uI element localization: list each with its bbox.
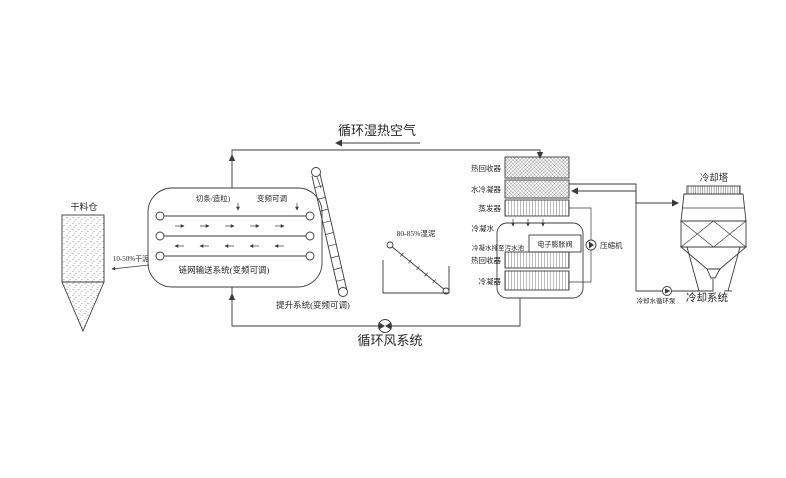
compressor-label: 压缩机 [600, 240, 623, 250]
top-loop-label: 循环湿热空气 [338, 123, 416, 138]
cooling-supply-pipe [569, 183, 680, 207]
bottom-loop-label: 循环风系统 [357, 333, 422, 348]
silo-note: 10-50%干泥 [113, 255, 149, 263]
compressor-flow-icon [589, 241, 594, 249]
elevator-rungs [314, 185, 345, 282]
tower-fan-grille [686, 185, 741, 195]
feeder-pulley [386, 241, 394, 249]
heat-pump-unit: 热回收器 水冷凝器 蒸发器 冷凝水 冷凝水排至污水池 电子膨胀阀 热回收器 冷凝… [471, 156, 623, 299]
belt-3 [155, 251, 315, 261]
cooling-circuit: 冷却水循环泵 冷却系统 [569, 183, 728, 305]
condensate-drain-label: 冷凝水排至污水池 [472, 243, 525, 252]
silo-title: 干料仓 [70, 201, 97, 212]
tower-legs [686, 246, 741, 292]
tower-lattice-bracing [680, 220, 747, 248]
up-arrow-icon [228, 154, 236, 161]
heat-recovery-bottom-label: 热回收器 [471, 255, 501, 265]
condensate-label: 冷凝水 [472, 223, 495, 233]
cooling-tower: 冷却塔 [679, 172, 748, 292]
feeder-bin [382, 260, 450, 294]
pump-label: 冷却水循环泵 [637, 296, 677, 305]
elevator-chute [316, 176, 322, 189]
tower-basin-funnel [679, 246, 748, 270]
evaporator-label: 蒸发器 [479, 203, 502, 213]
silo-body [61, 214, 105, 283]
dryer-cut-label: 切条/造粒) [196, 193, 231, 203]
bottom-air-loop: 循环风系统 [228, 287, 521, 348]
heat-recovery-top-label: 热回收器 [471, 163, 501, 173]
tower-outlet-spout [706, 268, 721, 279]
evaporator-coil [504, 199, 570, 217]
water-condenser-coil [504, 179, 570, 199]
belt-1 [155, 211, 315, 221]
compressor-suction-line [569, 207, 592, 240]
cooling-tower-label: 冷却塔 [700, 172, 729, 184]
pump-flow-icon [665, 288, 671, 294]
expansion-valve-label: 电子膨胀阀 [538, 240, 573, 249]
water-condenser-label: 水冷凝器 [471, 184, 501, 194]
fan-blade-icon [385, 322, 392, 330]
belt-2 [155, 231, 315, 241]
refrigeration-enclosure [496, 222, 584, 299]
dryer-conveyor: 切条/造粒) 变频可调 链网输送系统 [147, 187, 323, 288]
wet-note: 80-85%湿泥 [397, 229, 436, 238]
lift-name: 提升系统(变频可调) [276, 300, 350, 310]
up-arrow-icon [228, 293, 236, 300]
fan-blade-icon [378, 322, 385, 330]
down-arrow-icon [536, 152, 544, 159]
wet-mud-feeder: 80-85%湿泥 [382, 229, 450, 295]
dryer-vfd-label: 变频可调 [257, 193, 287, 203]
dryer-housing [147, 187, 323, 288]
dry-silo: 干料仓 10-50%干泥 [61, 201, 150, 333]
heat-recovery-top-coil [504, 156, 570, 179]
elevator-boot-pulley [338, 287, 348, 297]
compressor-discharge-line [569, 250, 592, 283]
heat-recovery-bottom-coil [504, 251, 570, 269]
lift-system: 提升系统(变频可调) [276, 167, 350, 310]
condenser-coil [504, 270, 570, 291]
condensate-arrows [511, 219, 545, 227]
feeder-cleats [399, 252, 437, 284]
dryer-name: 链网输送系统(变频可调) [179, 265, 270, 275]
airflow-arrows [174, 224, 285, 248]
tower-lattice-frame [680, 220, 747, 248]
return-air-duct [231, 287, 521, 327]
cooling-return-pipe [570, 187, 714, 292]
top-air-loop: 循环湿热空气 [228, 123, 544, 188]
silo-funnel [61, 281, 105, 333]
cooling-system-label: 冷却系统 [686, 291, 728, 304]
condenser-label: 冷凝器 [479, 276, 502, 286]
tower-upper-body [680, 193, 747, 222]
elevator-head-pulley [311, 167, 321, 177]
dry-mud-outfeed-arrow [111, 264, 150, 271]
